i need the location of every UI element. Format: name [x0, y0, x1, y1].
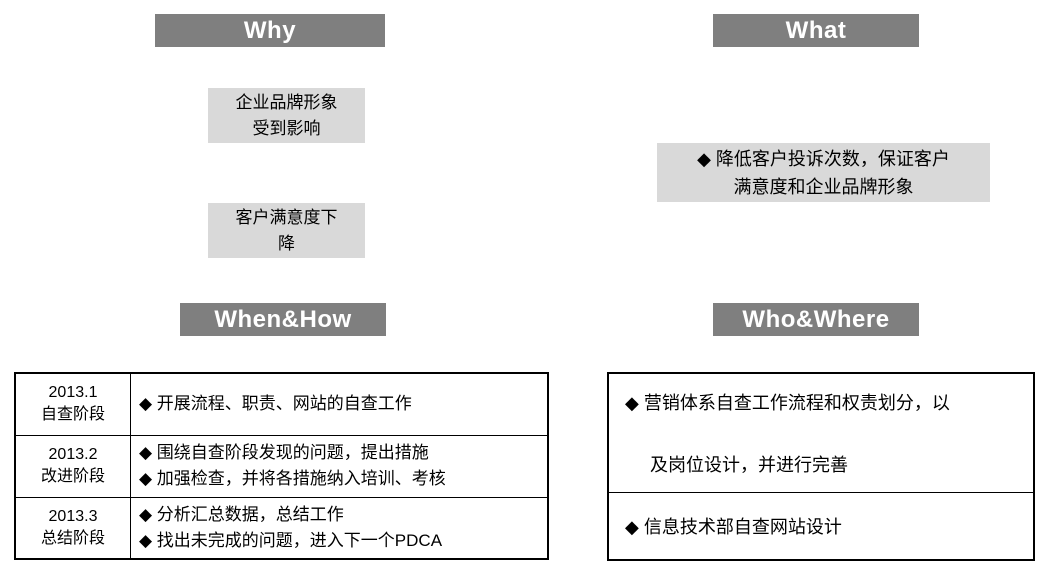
who-where-row-it: ◆ 信息技术部自查网站设计 [609, 492, 1033, 559]
when-how-header: When&How [180, 303, 386, 336]
task-cell: ◆ 分析汇总数据，总结工作 ◆ 找出未完成的问题，进入下一个PDCA [130, 496, 549, 560]
bullet-item: ◆ 围绕自查阶段发现的问题，提出措施 [139, 443, 429, 462]
phase-cell: 2013.2 改进阶段 [14, 434, 131, 498]
customer-satisfaction-box: 客户满意度下 降 [208, 203, 365, 258]
bullet-item: ◆ 找出未完成的问题，进入下一个PDCA [139, 530, 443, 550]
bullet-item: ◆ 开展流程、职责、网站的自查工作 [139, 394, 412, 414]
bullet-item: ◆ 分析汇总数据，总结工作 [139, 504, 344, 524]
who-where-header: Who&Where [713, 303, 919, 336]
bullet-item: ◆ 营销体系自查工作流程和权责划分，以 [625, 393, 950, 413]
table-row: 2013.2 改进阶段 ◆ 围绕自查阶段发现的问题，提出措施 ◆ 加强检查，并将… [14, 434, 549, 498]
when-how-table: 2013.1 自查阶段 ◆ 开展流程、职责、网站的自查工作 2013.2 改进阶… [14, 372, 549, 560]
what-goal-box: ◆ 降低客户投诉次数，保证客户 满意度和企业品牌形象 [657, 143, 990, 202]
table-row: 2013.3 总结阶段 ◆ 分析汇总数据，总结工作 ◆ 找出未完成的问题，进入下… [14, 496, 549, 560]
bullet-item: ◆ 加强检查，并将各措施纳入培训、考核 [139, 469, 446, 488]
phase-cell: 2013.3 总结阶段 [14, 496, 131, 560]
brand-image-box: 企业品牌形象 受到影响 [208, 88, 365, 143]
why-header: Why [155, 14, 385, 47]
what-header: What [713, 14, 919, 47]
task-cell: ◆ 围绕自查阶段发现的问题，提出措施 ◆ 加强检查，并将各措施纳入培训、考核 [130, 434, 549, 498]
who-where-row-marketing: ◆ 营销体系自查工作流程和权责划分，以 及岗位设计，并进行完善 [609, 374, 1033, 492]
table-row: 2013.1 自查阶段 ◆ 开展流程、职责、网站的自查工作 [14, 372, 549, 436]
phase-cell: 2013.1 自查阶段 [14, 372, 131, 436]
task-cell: ◆ 开展流程、职责、网站的自查工作 [130, 372, 549, 436]
who-where-box: ◆ 营销体系自查工作流程和权责划分，以 及岗位设计，并进行完善 ◆ 信息技术部自… [607, 372, 1035, 561]
bullet-item-continuation: 及岗位设计，并进行完善 [650, 455, 848, 475]
bullet-item: ◆ 信息技术部自查网站设计 [625, 517, 842, 537]
